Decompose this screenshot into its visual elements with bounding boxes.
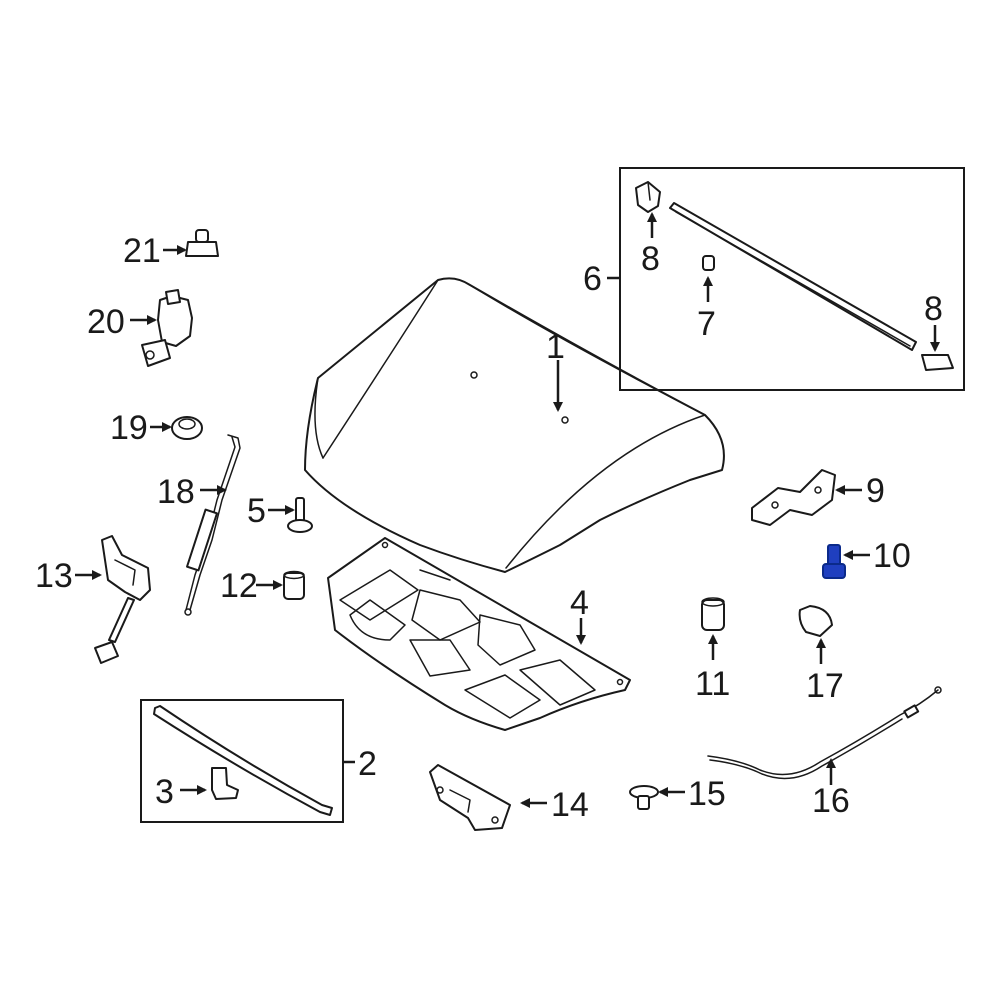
callout-6: 6 xyxy=(583,260,602,298)
clip-icon xyxy=(287,497,313,533)
bumper-icon xyxy=(185,229,219,257)
bracket-icon xyxy=(429,764,511,831)
weatherstrip-icon xyxy=(669,202,917,351)
bolt-head xyxy=(822,563,846,579)
callout-16: 16 xyxy=(812,782,850,820)
callout-14: 14 xyxy=(551,786,589,824)
callout-1: 1 xyxy=(546,328,565,366)
clip-icon xyxy=(629,785,659,810)
callout-4: 4 xyxy=(570,584,589,622)
hinge-icon xyxy=(751,469,836,526)
callout-15: 15 xyxy=(688,775,726,813)
callout-11: 11 xyxy=(695,665,730,703)
callout-8b: 8 xyxy=(924,290,943,328)
callout-19: 19 xyxy=(110,409,148,447)
hood-panel-icon xyxy=(304,277,725,573)
callout-13: 13 xyxy=(35,557,73,595)
bolt-icon xyxy=(822,544,846,579)
clip-icon xyxy=(635,181,661,213)
latch-icon xyxy=(94,535,151,664)
callout-8a: 8 xyxy=(641,240,660,278)
callout-2: 2 xyxy=(358,745,377,783)
callout-18: 18 xyxy=(157,473,195,511)
callout-17: 17 xyxy=(806,667,844,705)
callout-3: 3 xyxy=(155,773,174,811)
callout-9: 9 xyxy=(866,472,885,510)
clip-icon xyxy=(702,255,715,271)
release-cable-icon xyxy=(707,686,942,780)
hood-seal-icon xyxy=(153,705,333,816)
callout-10: 10 xyxy=(873,537,911,575)
lift-support-icon xyxy=(184,434,241,616)
bumper-icon xyxy=(798,605,833,637)
callout-12: 12 xyxy=(220,567,258,605)
callout-7: 7 xyxy=(697,305,716,343)
grommet-icon xyxy=(171,416,203,440)
clip-icon xyxy=(921,354,954,371)
clip-icon xyxy=(211,767,239,800)
latch-icon xyxy=(141,289,193,367)
callout-21: 21 xyxy=(123,232,161,270)
hood-insulator-icon xyxy=(327,537,631,731)
bumper-icon xyxy=(283,570,305,600)
callout-20: 20 xyxy=(87,303,125,341)
callout-5: 5 xyxy=(247,492,266,530)
bumper-icon xyxy=(701,597,725,631)
